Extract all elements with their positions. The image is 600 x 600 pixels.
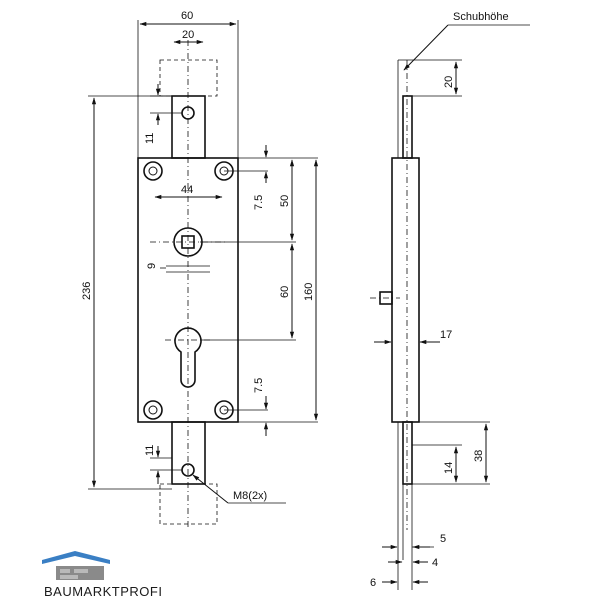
dim-side-6: 6 bbox=[370, 577, 376, 589]
side-body bbox=[391, 157, 420, 423]
dim-160: 160 bbox=[303, 283, 315, 301]
dim-side-20: 20 bbox=[443, 76, 455, 88]
side-bottom-bolt bbox=[402, 421, 413, 485]
dim-side-38: 38 bbox=[473, 450, 485, 462]
side-top-bolt bbox=[402, 95, 413, 159]
dim-9: 9 bbox=[146, 263, 158, 269]
dim-7-5-top: 7.5 bbox=[253, 195, 265, 210]
front-view: 60 20 11 236 44 9 7.5 bbox=[81, 10, 319, 530]
dim-44: 44 bbox=[181, 184, 193, 196]
dim-7-5-bottom: 7.5 bbox=[253, 378, 265, 393]
dim-side-4: 4 bbox=[432, 557, 438, 569]
dim-width-60: 60 bbox=[181, 10, 193, 22]
dim-60: 60 bbox=[279, 286, 291, 298]
logo-text: BAUMARKTPROFI bbox=[44, 584, 162, 599]
logo-roof-icon bbox=[42, 551, 110, 564]
dim-236: 236 bbox=[81, 282, 93, 300]
thread-label: M8(2x) bbox=[233, 490, 267, 502]
dim-side-14: 14 bbox=[443, 462, 455, 474]
side-view: Schubhöhe 20 17 38 14 5 4 6 bbox=[370, 11, 530, 590]
bottom-bolt-guide bbox=[159, 483, 218, 525]
screw-hole-top-left bbox=[143, 161, 163, 181]
baumarktprofi-logo: BAUMARKTPROFI bbox=[42, 551, 162, 599]
schubhoehe-label: Schubhöhe bbox=[453, 11, 509, 23]
screw-hole-bottom-left bbox=[143, 400, 163, 420]
bottom-bolt bbox=[171, 421, 206, 485]
dim-bottom-11: 11 bbox=[144, 445, 156, 456]
dim-side-17: 17 bbox=[440, 329, 452, 341]
dim-50: 50 bbox=[279, 195, 291, 207]
cylinder-keyhole bbox=[174, 327, 202, 388]
top-bolt bbox=[171, 95, 206, 159]
dim-top-11: 11 bbox=[144, 133, 156, 144]
dim-top-20: 20 bbox=[182, 29, 194, 41]
top-bolt-guide bbox=[159, 59, 218, 97]
dim-side-5: 5 bbox=[440, 533, 446, 545]
